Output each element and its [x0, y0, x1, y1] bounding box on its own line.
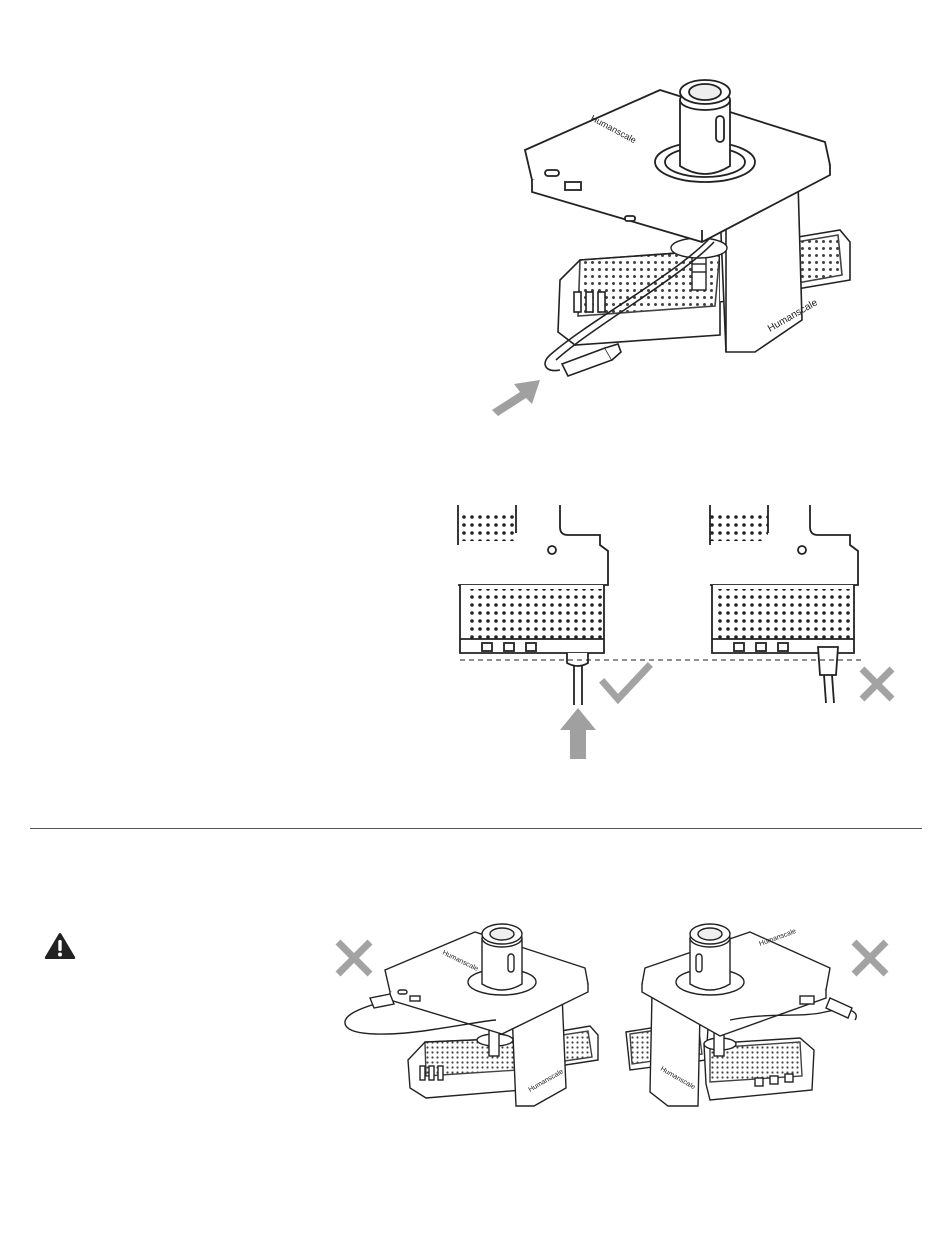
unit-view-left: Humanscale Humanscale: [385, 924, 598, 1106]
column-post: [680, 80, 730, 174]
module-correct: [458, 505, 608, 705]
cross-icon: [338, 942, 370, 974]
section-divider: [30, 828, 922, 829]
cross-icon: [862, 669, 892, 699]
arrow-right-icon: [492, 380, 540, 416]
warning-triangle-icon: [44, 932, 76, 965]
figure-incorrect-routing: Humanscale Humanscale Humanscale: [330, 920, 900, 1110]
cross-icon: [854, 942, 886, 974]
module-incorrect: [710, 505, 858, 703]
figure-plug-orientation: [452, 505, 912, 765]
figure-install-cable: Humanscale Humanscale: [470, 70, 870, 420]
check-icon: [604, 667, 648, 699]
arrow-up-icon: [560, 708, 596, 759]
